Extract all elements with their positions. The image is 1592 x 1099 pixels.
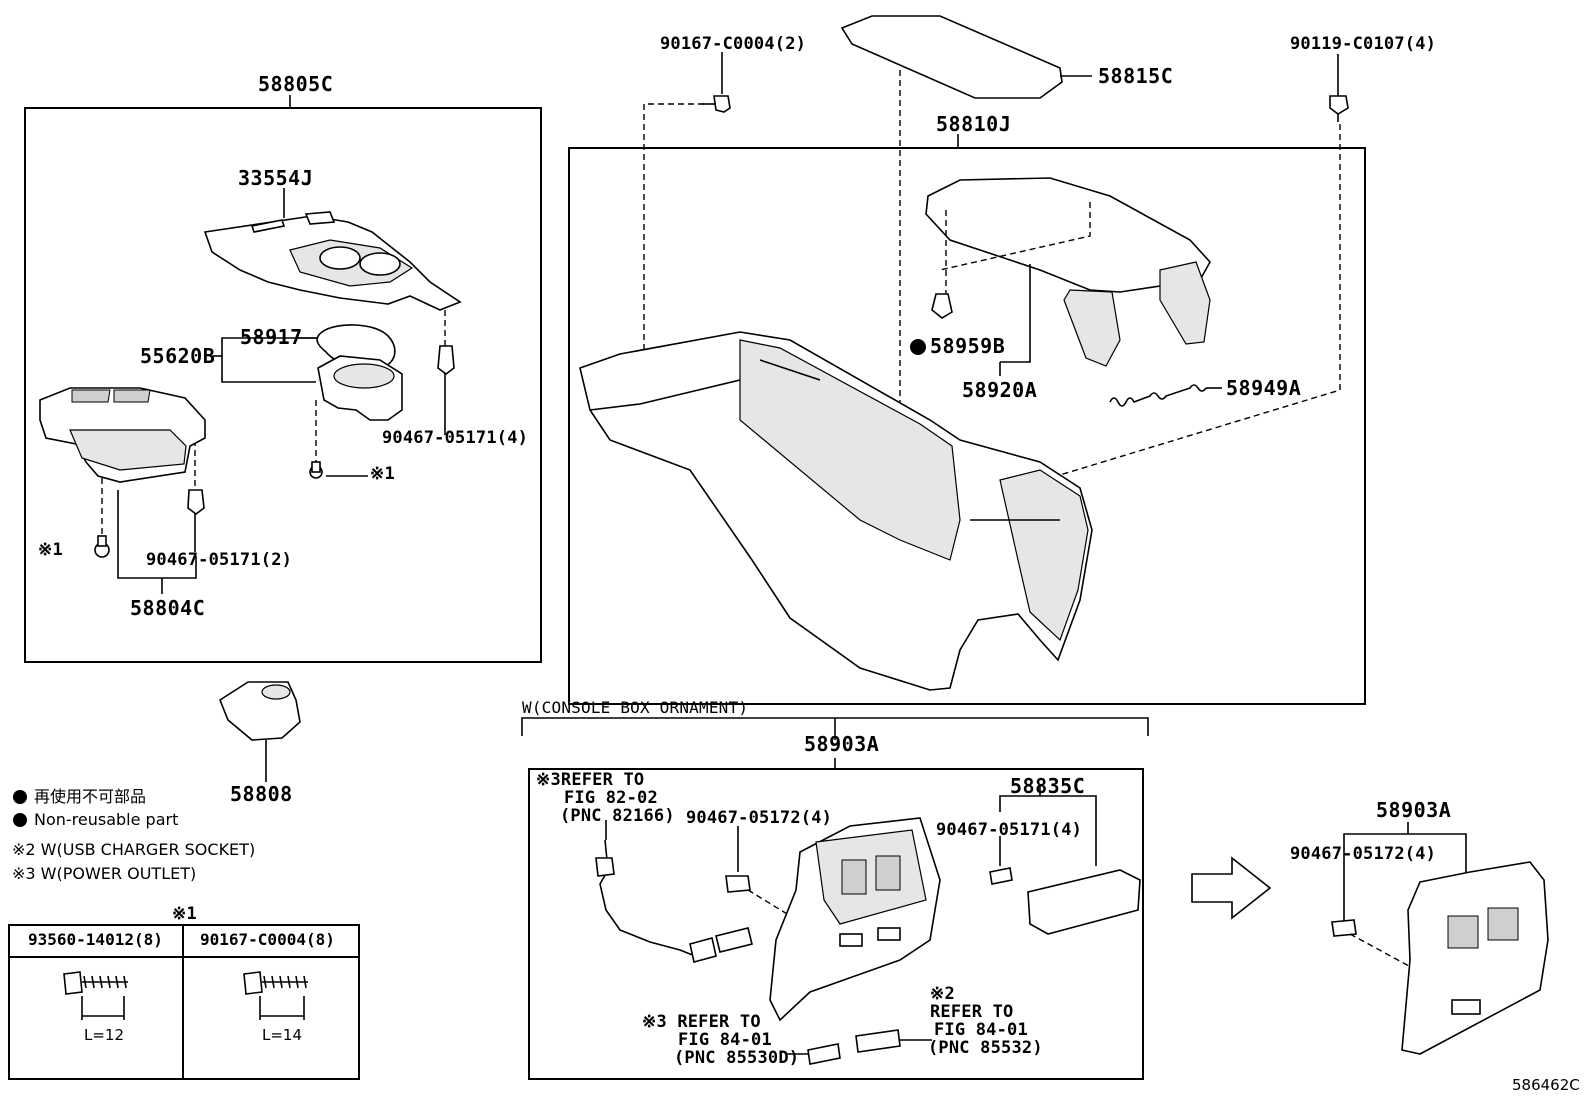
ref-82166-line1[interactable]: ※3REFER TO	[536, 770, 645, 790]
part-33554J[interactable]: 33554J	[238, 166, 314, 190]
part-90467-05171-4-mid[interactable]: 90467-05171(4)	[936, 820, 1083, 840]
part-58835C[interactable]: 58835C	[1010, 774, 1086, 798]
group-58810J-frame	[568, 147, 1366, 705]
bolt-table-col1-length: L=12	[84, 1026, 125, 1044]
part-90467-05171-2[interactable]: 90467-05171(2)	[146, 550, 293, 570]
console-ornament-heading: W(CONSOLE BOX ORNAMENT)	[522, 698, 749, 717]
part-58903A-right[interactable]: 58903A	[1376, 798, 1452, 822]
part-58959B[interactable]: 58959B	[930, 334, 1006, 358]
bolt-table-col2-header[interactable]: 90167-C0004(8)	[200, 930, 335, 949]
part-58804C[interactable]: 58804C	[130, 596, 206, 620]
part-58920A[interactable]: 58920A	[962, 378, 1038, 402]
part-90167-C0004-2[interactable]: 90167-C0004(2)	[660, 34, 807, 54]
bolt-table-header-rule	[8, 956, 360, 958]
part-90467-05172-4-right[interactable]: 90467-05172(4)	[1290, 844, 1437, 864]
legend-note-3: ※3 W(POWER OUTLET)	[12, 864, 197, 883]
part-58917[interactable]: 58917	[240, 325, 303, 349]
bolt-table-marker: ※1	[172, 904, 197, 924]
ref-82166-line2[interactable]: FIG 82-02	[564, 788, 658, 808]
ref-85530D-line1[interactable]: ※3 REFER TO	[642, 1012, 761, 1032]
part-58805C[interactable]: 58805C	[258, 72, 334, 96]
part-90467-05171-4-left[interactable]: 90467-05171(4)	[382, 428, 529, 448]
part-58810J[interactable]: 58810J	[936, 112, 1012, 136]
bolt-table	[8, 924, 360, 1080]
ref-82166-line3[interactable]: (PNC 82166)	[560, 806, 675, 826]
ref-85532-line1[interactable]: REFER TO	[930, 1002, 1014, 1022]
ref-85530D-line3[interactable]: (PNC 85530D)	[674, 1048, 800, 1068]
ref-85532-line3[interactable]: (PNC 85532)	[928, 1038, 1043, 1058]
legend-nonreusable-en: Non-reusable part	[34, 810, 179, 829]
bolt-table-divider	[182, 924, 184, 1080]
legend-nonreusable-jp: 再使用不可部品	[34, 787, 147, 806]
part-90119-C0107-4[interactable]: 90119-C0107(4)	[1290, 34, 1437, 54]
bolt-table-col2-length: L=14	[262, 1026, 303, 1044]
part-90467-05172-4-mid[interactable]: 90467-05172(4)	[686, 808, 833, 828]
ref-85530D-line2[interactable]: FIG 84-01	[678, 1030, 772, 1050]
ref-85532-line2[interactable]: FIG 84-01	[934, 1020, 1028, 1040]
ref-85532-marker: ※2	[930, 984, 955, 1004]
part-58949A[interactable]: 58949A	[1226, 376, 1302, 400]
legend-note-2: ※2 W(USB CHARGER SOCKET)	[12, 840, 256, 859]
note-marker-1-a: ※1	[370, 464, 395, 484]
bolt-table-col1-header[interactable]: 93560-14012(8)	[28, 930, 163, 949]
part-58815C[interactable]: 58815C	[1098, 64, 1174, 88]
group-58805C-frame	[24, 107, 542, 663]
note-marker-1-b: ※1	[38, 540, 63, 560]
part-58903A-main[interactable]: 58903A	[804, 732, 880, 756]
group-58903A-frame	[528, 768, 1144, 1080]
part-55620B[interactable]: 55620B	[140, 344, 216, 368]
diagram-id: 586462C	[1512, 1076, 1580, 1094]
part-58808[interactable]: 58808	[230, 782, 293, 806]
